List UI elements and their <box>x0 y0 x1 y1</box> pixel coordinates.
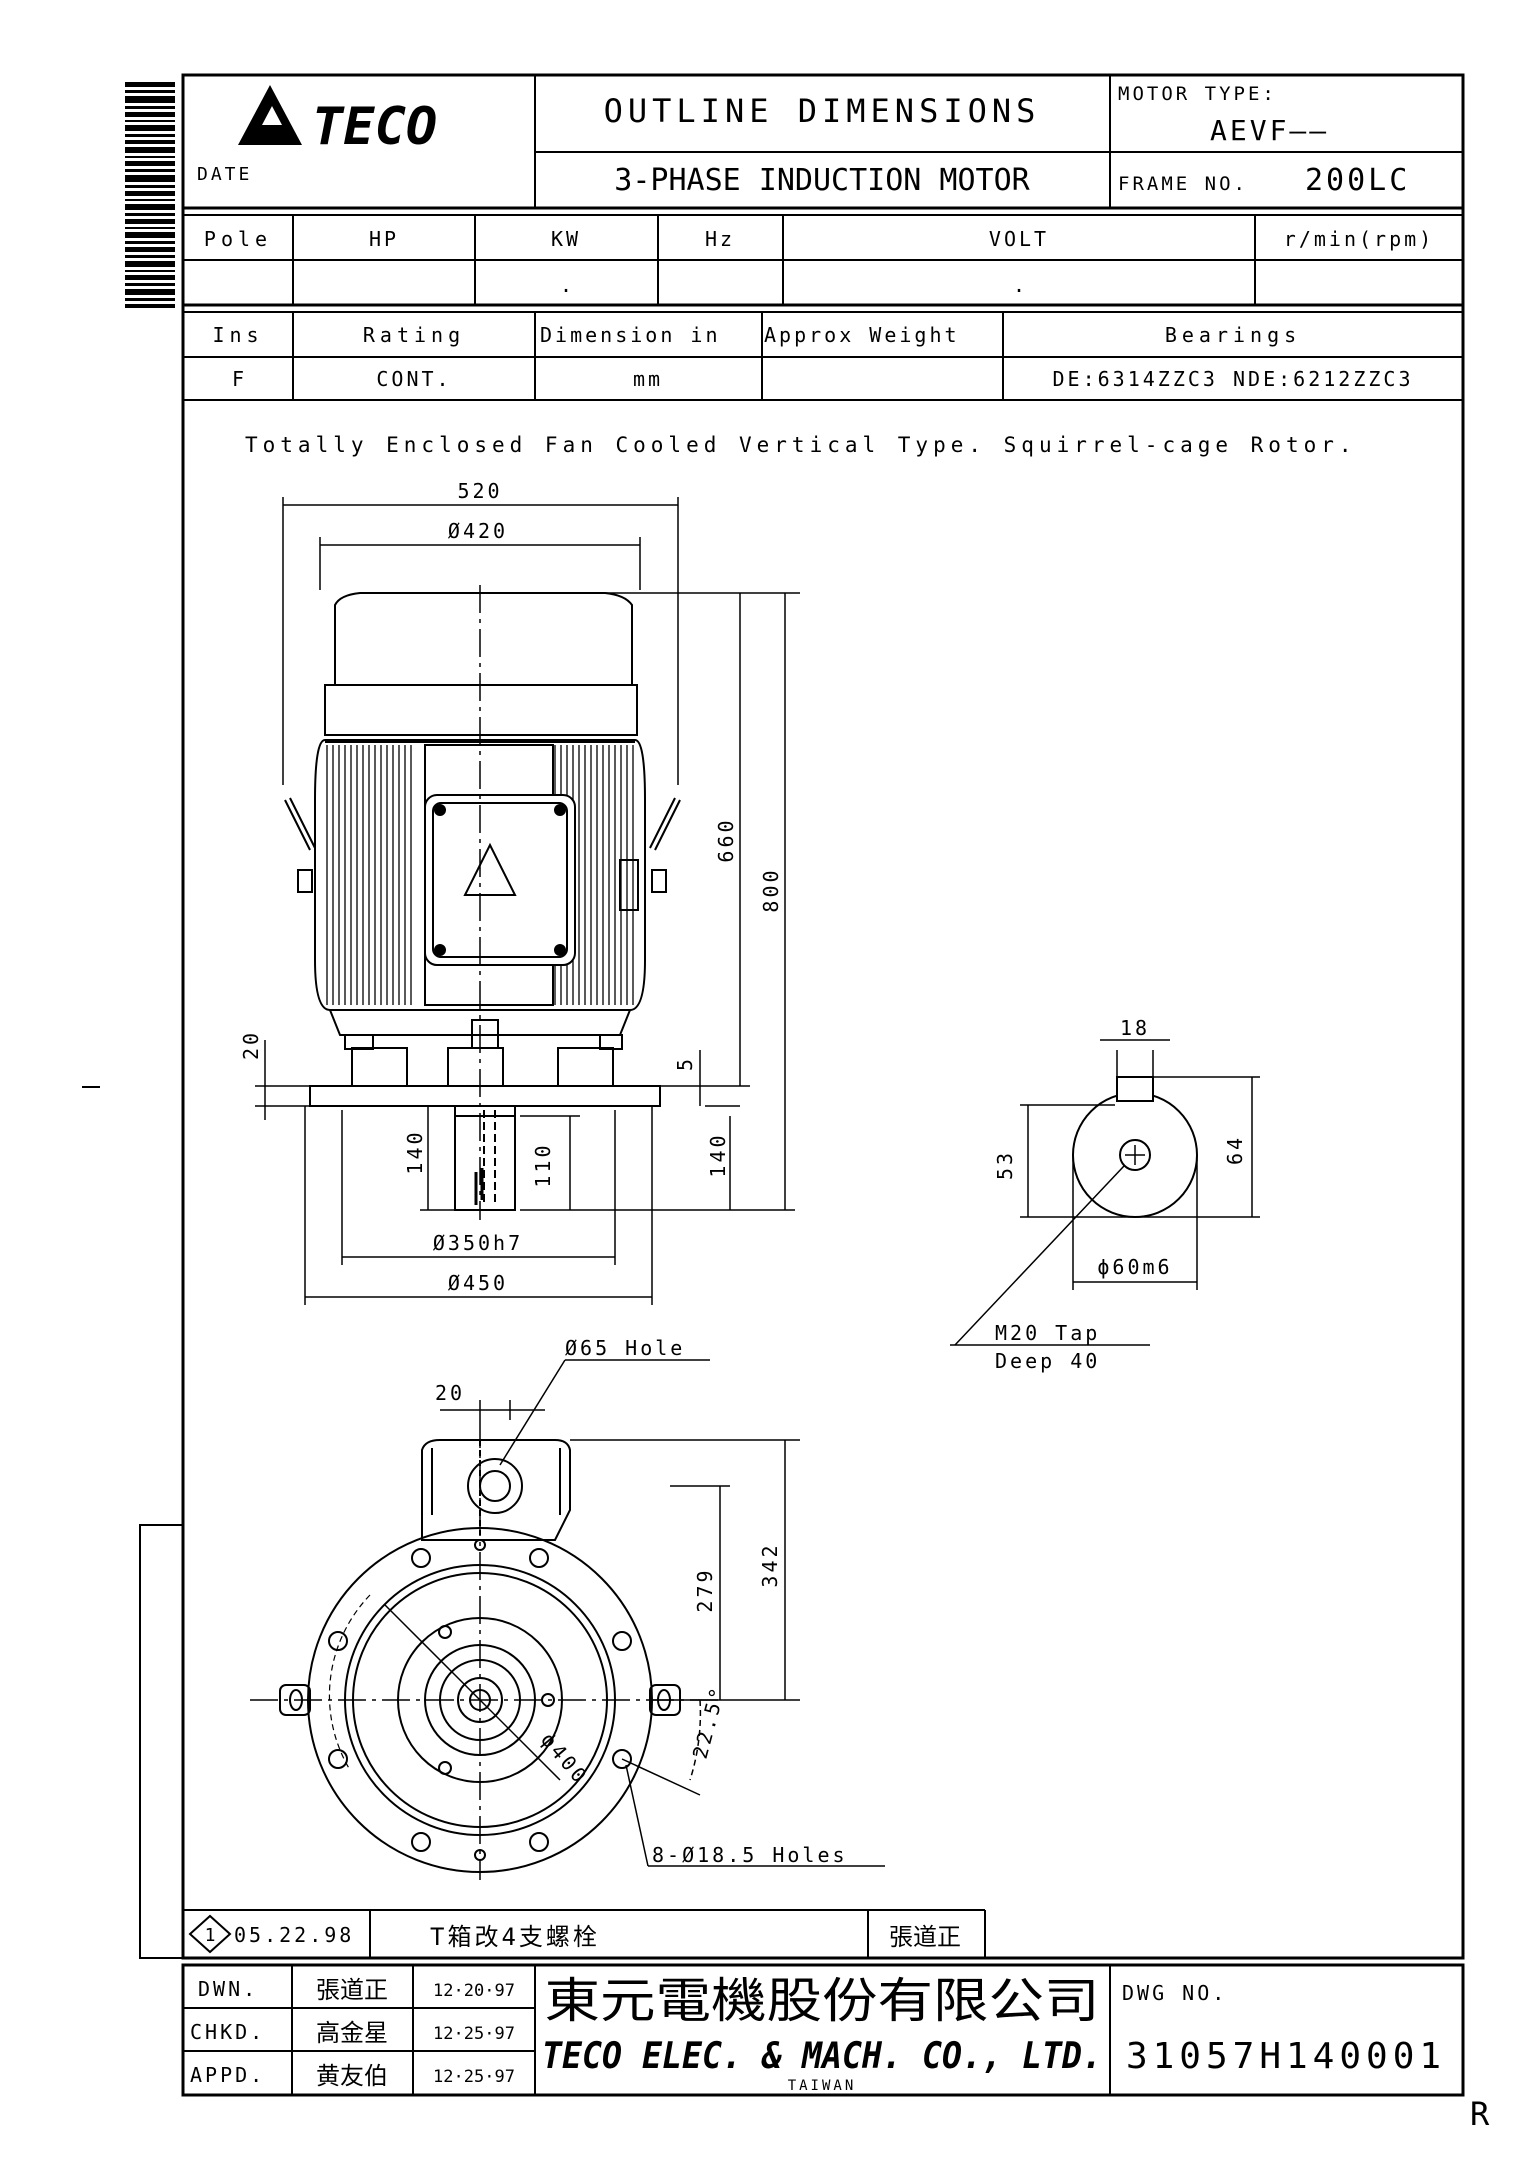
dim-overall-width: 520 <box>457 479 502 503</box>
dim-tap: M20 Tap <box>995 1321 1100 1345</box>
title-block-grid <box>183 1965 1111 2095</box>
header-block <box>183 75 1463 216</box>
spec1-value-volt: . <box>1013 273 1025 297</box>
dim-shaft-140-left: 140 <box>403 1129 427 1174</box>
spec2-header-weight: Approx Weight <box>764 323 960 347</box>
spec1-value-kw: . <box>560 273 572 297</box>
spec2-header-ins: Ins <box>212 323 263 347</box>
dim-800: 800 <box>759 867 783 912</box>
dim-key-18: 18 <box>1120 1016 1150 1040</box>
chkd-label: CHKD. <box>190 2020 265 2044</box>
dim-pcd-400: ϕ400 <box>536 1728 593 1790</box>
dim-spigot-dia: Ø350h7 <box>433 1231 523 1255</box>
shaft-section <box>950 1039 1260 1346</box>
dim-shaft-110: 110 <box>531 1142 555 1187</box>
revision-date: 05.22.98 <box>234 1923 354 1947</box>
dim-fan-dia: Ø420 <box>448 519 508 543</box>
binding-bracket <box>139 1524 183 1959</box>
dwn-date: 12·20·97 <box>433 1981 515 2001</box>
dim-279: 279 <box>693 1567 717 1612</box>
spec1-header-pole: Pole <box>204 227 272 251</box>
dim-342: 342 <box>758 1542 782 1587</box>
company-country: TAIWAN <box>788 2078 857 2094</box>
dwn-name: 張道正 <box>316 1976 388 2004</box>
dim-shaft-dia: ϕ60m6 <box>1097 1255 1172 1279</box>
spec1-header-hp: HP <box>369 227 399 251</box>
side-dimension-lines <box>255 497 800 1305</box>
appd-date: 12·25·97 <box>433 2067 515 2087</box>
chkd-date: 12·25·97 <box>433 2024 515 2044</box>
dim-tap-deep: Deep 40 <box>995 1349 1100 1373</box>
spec2-header-dimension: Dimension in <box>540 323 721 347</box>
spec2-header-bearings: Bearings <box>1165 323 1301 347</box>
title: OUTLINE DIMENSIONS <box>604 92 1041 130</box>
company-name-cjk: 東元電機股份有限公司 <box>545 1973 1100 2029</box>
appd-label: APPD. <box>190 2063 265 2087</box>
spec2-value-dimension: mm <box>633 367 663 391</box>
dwg-no: 31057H140001 <box>1126 2036 1446 2077</box>
spec-table-1 <box>183 215 1463 313</box>
description: Totally Enclosed Fan Cooled Vertical Typ… <box>245 433 1357 457</box>
dim-660: 660 <box>714 817 738 862</box>
dim-flange-dia: Ø450 <box>448 1271 508 1295</box>
teco-logo: TECO <box>238 85 437 157</box>
barcode <box>125 82 175 308</box>
corner-mark: R <box>1470 2095 1490 2133</box>
dim-angle: 22.5° <box>688 1682 731 1761</box>
revision-row <box>183 1909 1463 1960</box>
motor-type-value: AEVF—— <box>1210 114 1329 147</box>
frame-value: 200LC <box>1305 163 1410 198</box>
spec2-value-ins: F <box>232 367 244 391</box>
dim-shaft-64: 64 <box>1223 1135 1247 1165</box>
flange-view <box>250 1420 720 1880</box>
flange-dimension-lines <box>440 1359 885 1867</box>
spec1-header-kw: KW <box>551 227 581 251</box>
revision-note: T箱改4支螺栓 <box>430 1923 600 1951</box>
spec-table-2 <box>183 312 1463 401</box>
dim-shaft-140-right: 140 <box>706 1132 730 1177</box>
dim-shaft-53: 53 <box>993 1150 1017 1180</box>
dim-top-20: 20 <box>435 1381 465 1405</box>
motor-type-label: MOTOR TYPE: <box>1118 83 1277 105</box>
subtitle: 3-PHASE INDUCTION MOTOR <box>614 163 1030 198</box>
title-block <box>181 1963 1465 2097</box>
revision-by: 張道正 <box>889 1923 961 1951</box>
spec2-value-bearings: DE:6314ZZC3 NDE:6212ZZC3 <box>1053 367 1414 391</box>
dim-holes: 8-Ø18.5 Holes <box>652 1843 848 1867</box>
revision-number: 1 <box>205 1925 216 1946</box>
spec2-header-rating: Rating <box>363 323 465 347</box>
chkd-name: 高金星 <box>316 2019 388 2047</box>
dwg-no-label: DWG NO. <box>1122 1981 1227 2005</box>
date-label: DATE <box>197 164 252 185</box>
dim-flange-20: 20 <box>239 1030 263 1060</box>
dim-hole-65: Ø65 Hole <box>565 1336 685 1360</box>
spec2-value-rating: CONT. <box>376 367 451 391</box>
appd-name: 黄友伯 <box>316 2062 388 2090</box>
logo-text: TECO <box>312 97 437 157</box>
spec1-header-hz: Hz <box>705 227 735 251</box>
dim-spigot-5: 5 <box>673 1059 697 1071</box>
company-name-en: TECO ELEC. & MACH. CO., LTD. <box>542 2036 1102 2077</box>
dwn-label: DWN. <box>198 1977 258 2001</box>
spec1-header-volt: VOLT <box>989 227 1049 251</box>
spec1-header-rpm: r/min(rpm) <box>1284 227 1434 251</box>
side-elevation <box>284 585 681 1220</box>
frame-label: FRAME NO. <box>1118 173 1248 195</box>
